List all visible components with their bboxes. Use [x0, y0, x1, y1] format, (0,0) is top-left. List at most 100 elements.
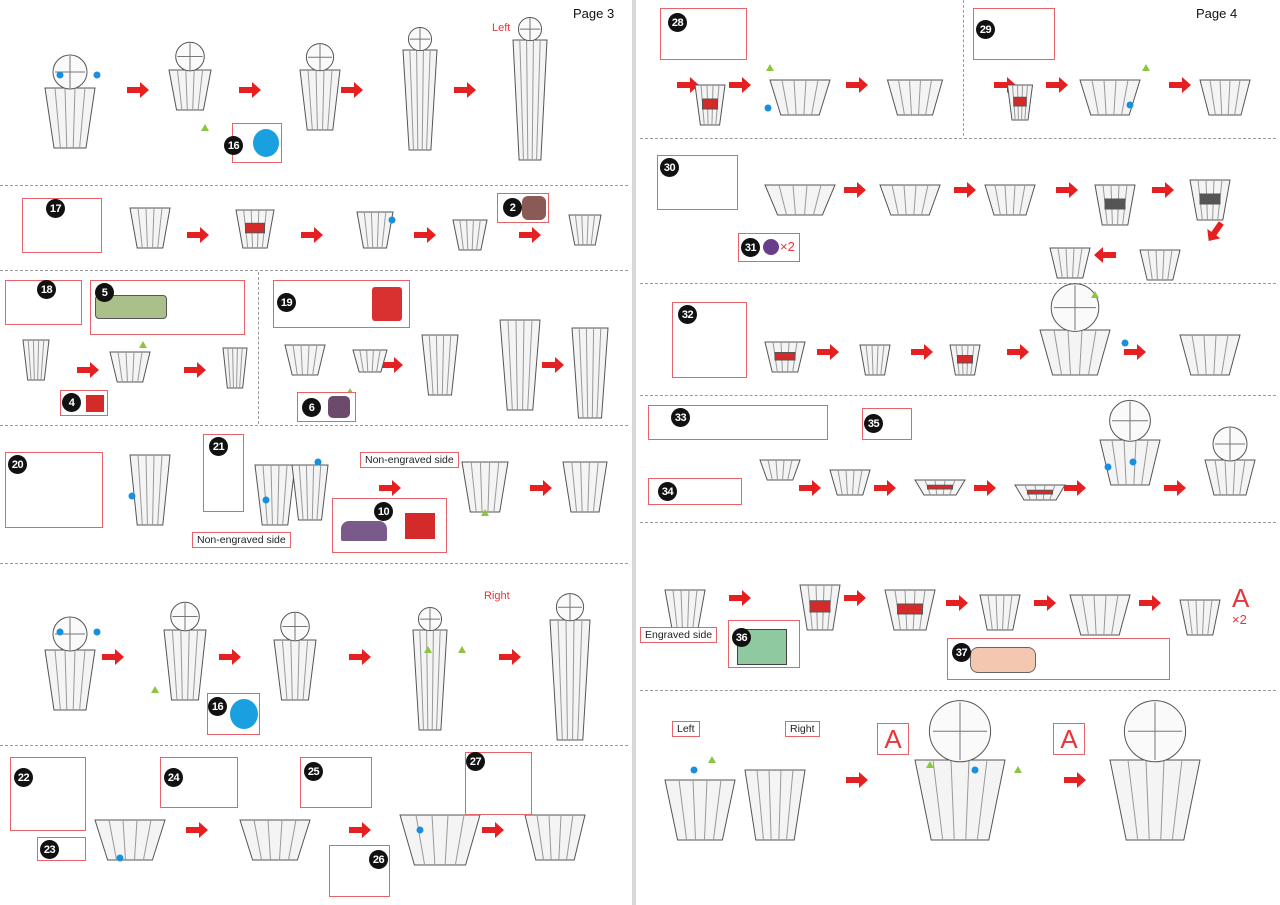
blue-marker-dot — [56, 71, 64, 79]
step-badge-21: 21 — [209, 437, 228, 456]
part-37-shape — [970, 647, 1036, 673]
page-number: Page 3 — [573, 6, 615, 21]
step-arrow — [1152, 182, 1174, 198]
blue-marker-dot — [971, 766, 979, 774]
step-badge-10: 10 — [374, 502, 393, 521]
part-19-shape — [372, 287, 402, 321]
model-illustration — [44, 54, 96, 149]
blue-marker-dot — [690, 766, 698, 774]
model-illustration — [291, 464, 329, 521]
step-arrow — [219, 649, 241, 665]
model-illustration — [168, 41, 212, 111]
step-arrow — [954, 182, 976, 198]
part-box-5 — [90, 280, 245, 335]
step-arrow — [381, 357, 403, 373]
final-left-label: Left — [672, 721, 700, 737]
step-arrow — [454, 82, 476, 98]
model-illustration — [1049, 247, 1091, 279]
step-arrow — [349, 822, 371, 838]
part-31-shape — [763, 239, 779, 255]
step-arrow — [874, 480, 896, 496]
model-illustration — [1204, 426, 1256, 496]
model-illustration — [759, 459, 801, 481]
step-badge-28: 28 — [668, 13, 687, 32]
step-badge-30: 30 — [660, 158, 679, 177]
model-illustration — [299, 43, 341, 131]
model-illustration — [1179, 599, 1221, 636]
step-arrow — [414, 227, 436, 243]
model-illustration — [524, 814, 586, 861]
model-illustration — [764, 341, 806, 373]
model-illustration — [235, 209, 275, 249]
step-arrow — [1034, 595, 1056, 611]
model-illustration — [914, 700, 1006, 841]
blue-marker-dot — [93, 628, 101, 636]
step-arrow — [974, 480, 996, 496]
step-arrow — [379, 480, 401, 496]
final-right-label: Right — [785, 721, 820, 737]
step-arrow — [184, 362, 206, 378]
green-marker-triangle — [139, 341, 147, 348]
model-illustration — [949, 344, 981, 376]
model-illustration — [1139, 249, 1181, 281]
model-illustration — [764, 184, 836, 216]
model-illustration — [284, 344, 326, 376]
step-arrow — [1169, 77, 1191, 93]
model-illustration — [273, 611, 317, 701]
step-badge-37: 37 — [952, 643, 971, 662]
model-illustration — [769, 79, 831, 116]
blue-marker-dot — [93, 71, 101, 79]
green-marker-triangle — [201, 124, 209, 131]
model-illustration — [399, 814, 481, 866]
step-badge-26: 26 — [369, 850, 388, 869]
green-marker-triangle — [926, 761, 934, 768]
blue-marker-dot — [314, 458, 322, 466]
model-illustration — [452, 219, 488, 251]
step-arrow — [341, 82, 363, 98]
model-illustration — [461, 461, 509, 513]
step-badge-24: 24 — [164, 768, 183, 787]
engraved-side-label: Engraved side — [640, 627, 718, 643]
model-illustration — [163, 601, 207, 701]
step-arrow — [1056, 182, 1078, 198]
step-badge-32: 32 — [678, 305, 697, 324]
section-divider — [0, 745, 628, 746]
step-arrow — [1094, 247, 1116, 263]
step-badge-5: 5 — [95, 283, 114, 302]
model-illustration — [94, 819, 166, 861]
step-arrow — [349, 649, 371, 665]
step-arrow — [1007, 344, 1029, 360]
step-badge-6: 6 — [302, 398, 321, 417]
part-10-assembled — [405, 513, 435, 539]
part-16-shape — [230, 699, 258, 729]
part-16-shape — [253, 129, 279, 157]
step-arrow — [1124, 344, 1146, 360]
model-illustration — [22, 339, 50, 381]
step-badge-31: 31 — [741, 238, 760, 257]
model-illustration — [1006, 84, 1034, 121]
model-illustration — [829, 469, 871, 496]
step-badge-22: 22 — [14, 768, 33, 787]
model-illustration — [254, 464, 296, 526]
green-marker-triangle — [1091, 291, 1099, 298]
model-illustration — [1099, 399, 1161, 486]
green-marker-triangle — [1142, 64, 1150, 71]
blue-marker-dot — [1104, 463, 1112, 471]
step-arrow — [677, 77, 699, 93]
blue-marker-dot — [262, 496, 270, 504]
model-illustration — [412, 607, 448, 731]
quantity-x2: ×2 — [780, 239, 795, 254]
model-illustration — [356, 211, 394, 249]
blue-marker-dot — [1126, 101, 1134, 109]
model-illustration — [664, 779, 736, 841]
model-illustration — [879, 184, 941, 216]
step-arrow — [482, 822, 504, 838]
step-arrow — [77, 362, 99, 378]
section-divider — [258, 272, 259, 424]
blue-marker-dot — [1129, 458, 1137, 466]
step-badge-2: 2 — [503, 198, 522, 217]
model-illustration — [859, 344, 891, 376]
model-illustration — [1189, 179, 1231, 221]
model-illustration — [499, 319, 541, 411]
